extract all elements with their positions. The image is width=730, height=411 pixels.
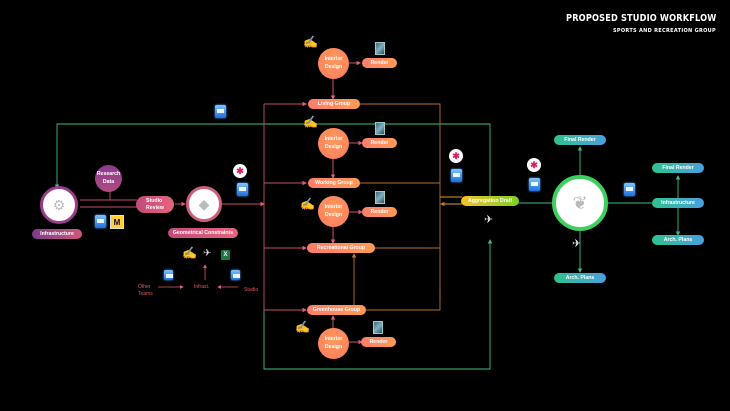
render-thumbnail-icon bbox=[375, 122, 385, 135]
green-loop-bottom bbox=[263, 239, 493, 370]
final-render-node-2[interactable]: Final Render bbox=[652, 163, 704, 173]
infrast-label: Infrast. bbox=[194, 284, 210, 290]
document-icon bbox=[164, 270, 173, 280]
grasshopper-icon: ✈ bbox=[484, 214, 494, 226]
hand-sketch-icon: ✍ bbox=[300, 197, 315, 211]
render-thumbnail-icon bbox=[375, 42, 385, 55]
interior-design-node-recreational[interactable]: Interior Design bbox=[318, 196, 349, 227]
slack-icon: ✱ bbox=[449, 149, 463, 163]
diagram-title: PROPOSED STUDIO WORKFLOW bbox=[565, 13, 716, 24]
render-thumbnail-icon bbox=[373, 321, 383, 334]
greenhouse-group-node[interactable]: Greenhouse Group bbox=[307, 305, 366, 315]
document-icon bbox=[529, 178, 540, 191]
research-data-node[interactable]: Research Data bbox=[95, 165, 122, 192]
slack-icon: ✱ bbox=[527, 158, 541, 172]
render-node-living[interactable]: Render bbox=[362, 58, 397, 68]
studio-review-node[interactable]: Studio Review bbox=[136, 196, 174, 213]
geometrical-constraints-label: Geometrical Constraints bbox=[168, 228, 238, 238]
aggregation-draft-node[interactable]: Aggregation Draft bbox=[461, 196, 519, 206]
render-node-working[interactable]: Render bbox=[362, 138, 397, 148]
document-icon bbox=[451, 169, 462, 182]
grasshopper-icon: ✈ bbox=[203, 248, 212, 259]
working-group-node[interactable]: Working Group bbox=[308, 178, 360, 188]
hand-sketch-icon: ✍ bbox=[295, 320, 310, 334]
render-node-greenhouse[interactable]: Render bbox=[361, 337, 396, 347]
document-icon bbox=[95, 215, 106, 228]
central-model-node[interactable]: ❦ bbox=[552, 175, 608, 231]
hand-sketch-icon: ✍ bbox=[303, 35, 318, 49]
recreational-group-node[interactable]: Recreational Group bbox=[307, 243, 375, 253]
hand-sketch-icon: ✍ bbox=[303, 115, 318, 129]
render-thumbnail-icon bbox=[375, 191, 385, 204]
slack-icon: ✱ bbox=[233, 164, 247, 178]
other-teams-label: Other Teams bbox=[138, 284, 153, 297]
arch-plans-node-2[interactable]: Arch. Plans bbox=[652, 235, 704, 245]
infrastructure-node-right[interactable]: Infrastructure bbox=[652, 198, 704, 208]
3d-model-icon: ⚙ bbox=[52, 196, 66, 213]
green-loop-top bbox=[54, 123, 491, 203]
living-group-node[interactable]: Living Group bbox=[308, 99, 360, 109]
render-node-recreational[interactable]: Render bbox=[362, 207, 397, 217]
document-icon bbox=[215, 105, 226, 118]
miro-icon: M bbox=[110, 215, 124, 229]
studio-label: Studio bbox=[244, 287, 259, 293]
infrastructure-label: Infrastructure bbox=[32, 229, 82, 239]
interior-design-node-living[interactable]: Interior Design bbox=[318, 48, 349, 79]
interior-design-node-working[interactable]: Interior Design bbox=[318, 128, 349, 159]
diagram-subtitle: SPORTS AND RECREATION GROUP bbox=[613, 28, 716, 34]
document-icon bbox=[237, 183, 248, 196]
infrastructure-node[interactable]: ⚙ bbox=[40, 186, 78, 224]
final-render-node[interactable]: Final Render bbox=[554, 135, 606, 145]
3d-model-icon: ◆ bbox=[198, 195, 210, 212]
3d-model-icon: ❦ bbox=[572, 192, 588, 213]
excel-icon: X bbox=[221, 250, 230, 260]
grasshopper-icon: ✈ bbox=[572, 238, 582, 250]
geometrical-constraints-node[interactable]: ◆ bbox=[186, 186, 222, 222]
document-icon bbox=[231, 270, 240, 280]
hand-sketch-icon: ✍ bbox=[182, 246, 197, 260]
arch-plans-node[interactable]: Arch. Plans bbox=[554, 273, 606, 283]
document-icon bbox=[624, 183, 635, 196]
interior-design-node-greenhouse[interactable]: Interior Design bbox=[318, 328, 349, 359]
